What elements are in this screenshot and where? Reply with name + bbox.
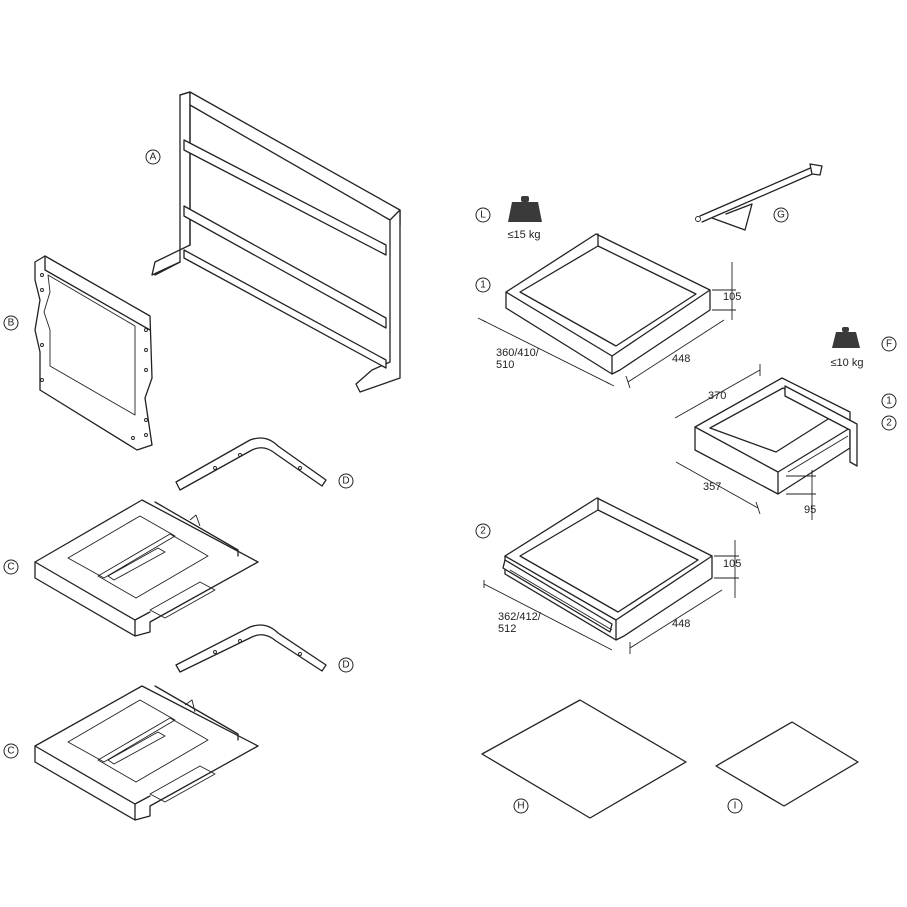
part-i-mat-small (715, 721, 859, 807)
svg-text:2: 2 (480, 526, 486, 537)
drawer-2-dimension-lines (483, 540, 739, 654)
part-d-bracket-upper (175, 437, 327, 491)
label-2-small: 2 (881, 415, 897, 431)
svg-text:B: B (8, 318, 15, 329)
weight-icon-large (508, 196, 542, 222)
label-d-upper: D (338, 473, 354, 489)
drawer-1-depth: 448 (672, 353, 690, 365)
label-h: H (513, 798, 529, 814)
svg-text:1: 1 (886, 396, 892, 407)
svg-text:C: C (7, 746, 14, 757)
drawer-1-dimension-lines (477, 262, 736, 389)
drawer-1-height: 105 (723, 291, 741, 303)
drawer-small-dimension-lines (674, 364, 816, 520)
drawer-1-width-line2: 510 (496, 359, 514, 371)
label-l: L (475, 207, 491, 223)
weight-icon-small (832, 327, 860, 348)
drawer-2-width-line1: 362/412/ (498, 611, 542, 623)
svg-text:C: C (7, 562, 14, 573)
svg-text:D: D (342, 476, 349, 487)
part-h-mat-large (481, 699, 687, 819)
svg-text:I: I (734, 801, 737, 812)
label-1-small: 1 (881, 393, 897, 409)
drawer-2-width-line2: 512 (498, 623, 516, 635)
label-b: B (3, 315, 19, 331)
drawer-small-depth: 357 (703, 481, 721, 493)
label-2-drawer: 2 (475, 523, 491, 539)
part-g-handle-rod (695, 163, 823, 231)
part-d-bracket-lower (175, 624, 327, 673)
part-c-base-lower (34, 685, 259, 821)
label-f: F (881, 336, 897, 352)
svg-text:1: 1 (480, 280, 486, 291)
svg-text:A: A (150, 152, 157, 163)
label-d-lower: D (338, 657, 354, 673)
svg-text:G: G (777, 210, 785, 221)
svg-text:H: H (517, 801, 524, 812)
label-1-drawer: 1 (475, 277, 491, 293)
svg-text:2: 2 (886, 418, 892, 429)
label-g: G (773, 207, 789, 223)
label-c-upper: C (3, 559, 19, 575)
side-frame-holes (40, 273, 148, 440)
label-c-lower: C (3, 743, 19, 759)
drawer-1-shallow-tray (505, 233, 711, 375)
part-a-rack-frame (151, 91, 401, 393)
part-c-base-upper (34, 499, 259, 637)
drawer-1-width-line1: 360/410/ (496, 347, 540, 359)
drawer-small-box (694, 377, 858, 495)
drawer-2-height: 105 (723, 558, 741, 570)
weight-limit-large: ≤15 kg (508, 229, 541, 241)
weight-limit-small: ≤10 kg (831, 357, 864, 369)
drawer-2-tray-with-front-rail (502, 497, 713, 641)
svg-text:L: L (480, 210, 486, 221)
part-b-side-frame (34, 255, 153, 451)
svg-text:D: D (342, 660, 349, 671)
drawer-2-depth: 448 (672, 618, 690, 630)
label-i: I (727, 798, 743, 814)
drawer-small-height: 95 (804, 504, 816, 516)
label-a: A (145, 149, 161, 165)
svg-text:F: F (886, 339, 892, 350)
drawer-small-width: 370 (708, 390, 726, 402)
